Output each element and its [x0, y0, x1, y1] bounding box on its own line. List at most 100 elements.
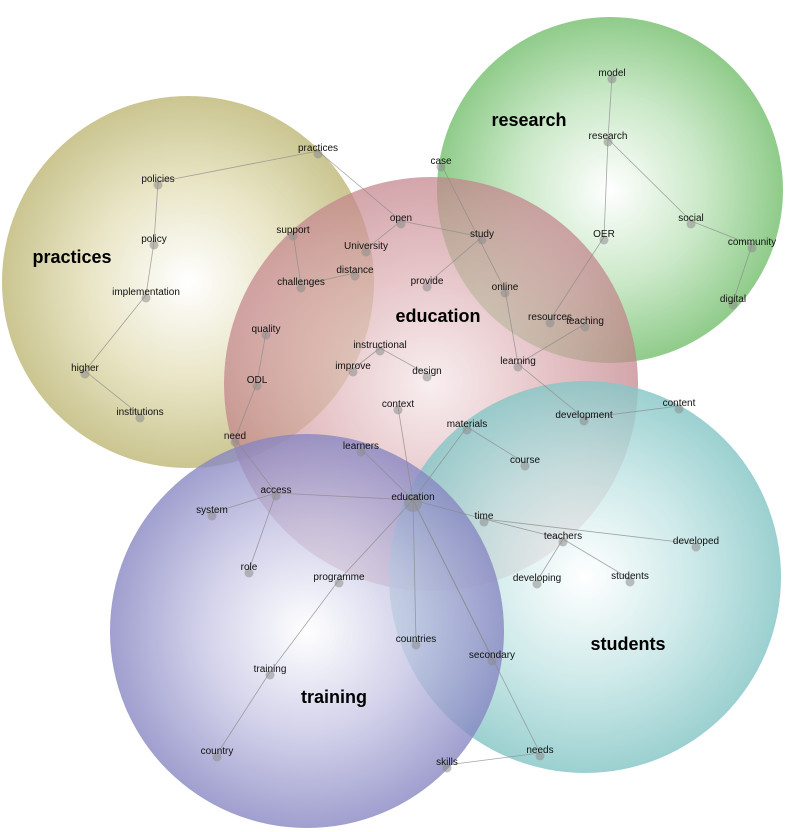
node-policy [149, 240, 159, 250]
term-label-needs: needs [526, 745, 553, 756]
node-need [230, 437, 240, 447]
node-teachers [558, 537, 568, 547]
term-label-education: education [391, 492, 434, 503]
node-course [520, 461, 530, 471]
term-label-quality: quality [252, 324, 281, 335]
node-quality [261, 330, 271, 340]
edge-time-teachers [483, 518, 564, 540]
edge-model-research [607, 75, 613, 140]
edge-education-countries [412, 499, 417, 643]
term-label-provide: provide [411, 276, 444, 287]
term-label-role: role [241, 562, 258, 573]
node-learners [356, 447, 366, 457]
cluster-label-training: training [301, 687, 367, 707]
term-label-students: students [611, 571, 649, 582]
term-label-secondary: secondary [469, 650, 515, 661]
term-label-developed: developed [673, 536, 719, 547]
node-provide [422, 282, 432, 292]
term-label-skills: skills [436, 757, 458, 768]
term-label-practices: practices [298, 143, 338, 154]
term-label-design: design [412, 366, 441, 377]
edge-support-challenges [292, 232, 302, 286]
node-developed [691, 542, 701, 552]
edge-teachers-students [562, 538, 631, 580]
edge-needs-skills [446, 752, 541, 766]
node-digital [728, 300, 738, 310]
term-label-system: system [196, 505, 228, 516]
term-label-digital: digital [720, 294, 746, 305]
node-resources [545, 318, 555, 328]
term-label-development: development [555, 410, 612, 421]
edge-open-study [400, 220, 483, 238]
term-label-course: course [510, 455, 540, 466]
node-materials [462, 425, 472, 435]
edge-social-community [690, 220, 753, 246]
edge-online-learning [504, 289, 519, 365]
term-label-policies: policies [141, 174, 174, 185]
term-label-challenges: challenges [277, 277, 325, 288]
cluster-label-education: education [395, 306, 480, 326]
term-label-programme: programme [313, 572, 365, 583]
term-label-higher: higher [71, 363, 99, 374]
term-label-need: need [224, 431, 246, 442]
edge-teachers-developing [536, 538, 564, 582]
term-label-case: case [430, 156, 452, 167]
edge-community-digital [732, 244, 753, 303]
term-label-university: University [344, 241, 388, 252]
term-label-context: context [382, 399, 414, 410]
edge-odl-need [234, 382, 258, 440]
term-label-access: access [260, 485, 291, 496]
term-label-online: online [492, 282, 519, 293]
node-case [436, 162, 446, 172]
term-label-content: content [663, 398, 696, 409]
edge-learners-education [360, 448, 414, 501]
edge-learning-development [517, 363, 585, 419]
node-improve [348, 367, 358, 377]
edge-training-country [216, 671, 271, 755]
term-label-support: support [276, 225, 310, 236]
edge-study-provide [426, 236, 483, 285]
node-training [265, 670, 275, 680]
node-needs [535, 751, 545, 761]
term-label-distance: distance [336, 265, 374, 276]
node-oer [599, 235, 609, 245]
node-higher [80, 369, 90, 379]
node-time [479, 517, 489, 527]
node-support [288, 231, 298, 241]
node-online [500, 288, 510, 298]
edge-materials-course [466, 426, 526, 464]
edge-oer-resources [549, 236, 605, 321]
edge-education-programme [338, 499, 414, 581]
node-role [244, 568, 254, 578]
node-country [212, 752, 222, 762]
node-context [393, 405, 403, 415]
node-education [404, 494, 422, 512]
cluster-circles [2, 17, 783, 828]
term-label-policy: policy [141, 234, 167, 245]
term-label-improve: improve [335, 361, 371, 372]
edge-development-content [583, 405, 680, 419]
node-university [361, 247, 371, 257]
node-students [625, 577, 635, 587]
term-label-teachers: teachers [544, 531, 582, 542]
node-content [674, 404, 684, 414]
node-programme [334, 578, 344, 588]
term-label-teaching: teaching [566, 316, 604, 327]
node-open [396, 219, 406, 229]
node-social [686, 219, 696, 229]
term-label-open: open [390, 213, 412, 224]
edge-programme-training [269, 579, 340, 673]
term-label-institutions: institutions [116, 407, 163, 418]
term-label-resources: resources [528, 312, 572, 323]
node-research [603, 137, 613, 147]
term-label-time: time [475, 511, 494, 522]
edge-higher-institutions [84, 370, 141, 416]
edge-policies-policy [153, 181, 159, 243]
term-label-study: study [470, 229, 494, 240]
edge-practices-policies [157, 150, 319, 183]
node-countries [411, 640, 421, 650]
node-policies [153, 180, 163, 190]
node-design [422, 372, 432, 382]
edge-education-needs [412, 499, 541, 754]
